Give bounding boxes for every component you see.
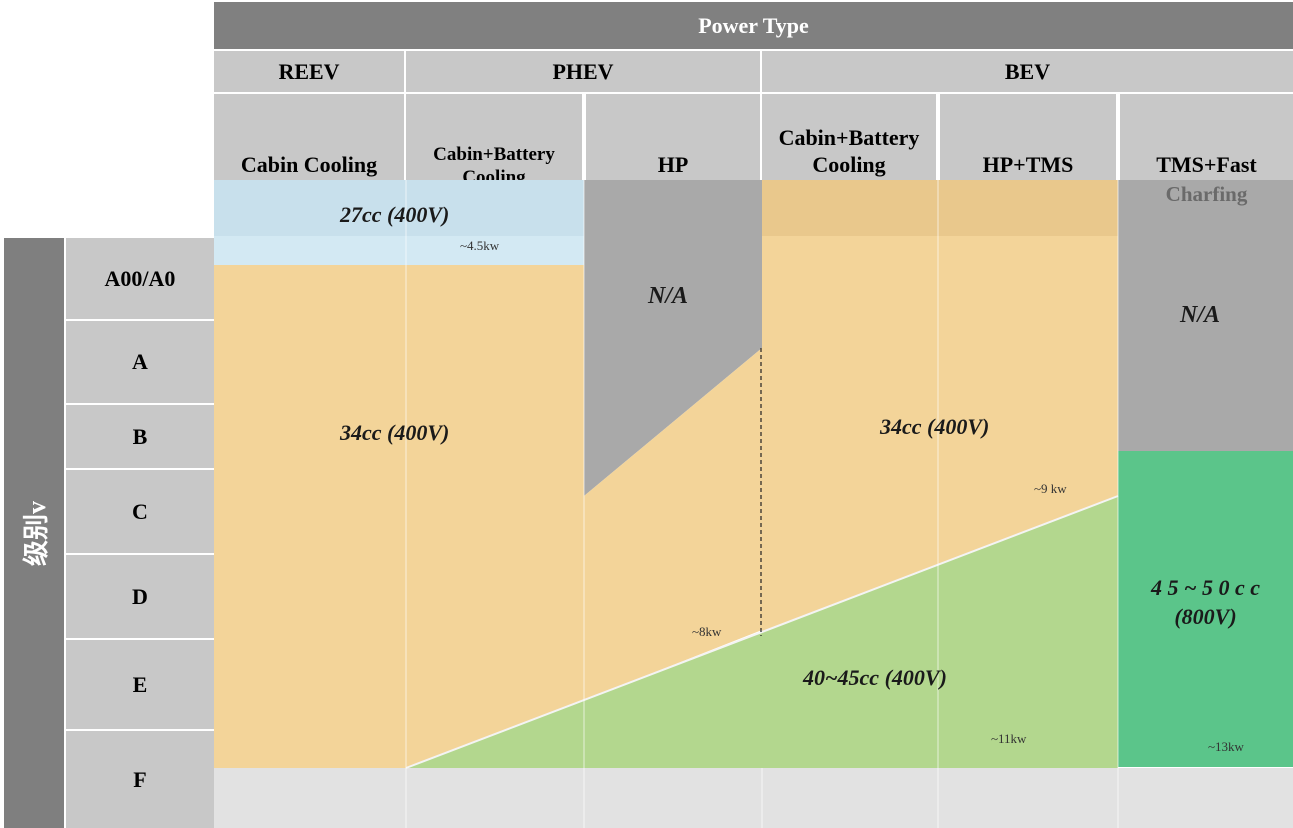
label-34cc-left: 34cc (400V) (340, 420, 450, 445)
sub-bev-cabin-battery-label: Cabin+Battery Cooling (778, 125, 920, 177)
group-phev-label: PHEV (552, 58, 614, 84)
sub-cabin-cooling-label: Cabin Cooling (240, 151, 378, 177)
group-phev: PHEV (406, 51, 760, 92)
label-27cc: 27cc (400V) (340, 202, 450, 227)
grid-vlines (405, 180, 1119, 828)
region-27cc-lower (214, 236, 584, 265)
row-f: F (66, 731, 214, 828)
sub-tms-fast: TMS+Fast (1120, 94, 1293, 180)
side-level-text: 级别v (21, 500, 51, 566)
region-45-50cc (1118, 451, 1293, 767)
group-bev: BEV (762, 51, 1293, 92)
sub-charging-label: Charfing (1165, 181, 1248, 206)
row-a: A (66, 321, 214, 403)
group-reev: REEV (214, 51, 404, 92)
sub-phev-cabin-battery-label: Cabin+Battery Cooling (433, 144, 555, 180)
region-hp-orange (584, 348, 762, 700)
side-level-label: 级别v (4, 238, 64, 828)
label-4-5kw: ~4.5kw (460, 238, 500, 253)
region-34cc-left (214, 265, 584, 768)
sub-tms-fast-label: TMS+Fast (1156, 151, 1257, 177)
row-label: B (132, 423, 148, 449)
sub-cabin-cooling: Cabin Cooling (214, 94, 404, 180)
label-na-hp: N/A (648, 283, 689, 309)
row-label: D (132, 583, 148, 609)
label-40-45cc: 40~45cc (400V) (803, 665, 947, 690)
row-c: C (66, 470, 214, 553)
row-label: A (132, 349, 148, 374)
region-na-tms (1118, 180, 1293, 451)
row-label: C (132, 498, 148, 524)
sub-bev-cabin-battery: Cabin+Battery Cooling (762, 94, 936, 180)
sub-hp-label: HP (657, 151, 689, 177)
row-b: B (66, 405, 214, 468)
power-type-title: Power Type (698, 12, 809, 38)
label-9kw: ~9 kw (1034, 481, 1067, 496)
label-na-tms: N/A (1180, 302, 1221, 328)
row-label: A00/A0 (104, 265, 176, 291)
region-na-hp (584, 236, 762, 496)
diagonal-line (405, 495, 1119, 769)
row-e: E (66, 640, 214, 729)
row-d: D (66, 555, 214, 638)
group-bev-label: BEV (1004, 58, 1051, 84)
group-reev-label: REEV (278, 58, 340, 84)
row-a00-a0: A00/A0 (66, 238, 214, 319)
sub-hp: HP (586, 94, 760, 180)
sub-phev-cabin-battery: Cabin+Battery Cooling (406, 94, 582, 180)
bev-top-orange (762, 180, 1118, 236)
sub-hp-tms: HP+TMS (940, 94, 1116, 180)
label-8kw: ~8kw (692, 624, 722, 639)
label-800v: (800V) (1174, 604, 1237, 629)
label-11kw: ~11kw (991, 731, 1027, 746)
hp-top-grey (584, 180, 762, 236)
sub-hp-tms-label: HP+TMS (982, 151, 1074, 177)
row-label: F (133, 766, 147, 792)
label-45-50cc: 4 5 ~ 5 0 c c (1150, 575, 1261, 600)
label-13kw: ~13kw (1208, 739, 1244, 754)
power-type-header: Power Type (214, 2, 1293, 49)
label-34cc-right: 34cc (400V) (880, 414, 990, 439)
row-label: E (132, 671, 148, 697)
bottom-band (214, 768, 1293, 828)
sub-charging: Charfing (1120, 180, 1293, 208)
